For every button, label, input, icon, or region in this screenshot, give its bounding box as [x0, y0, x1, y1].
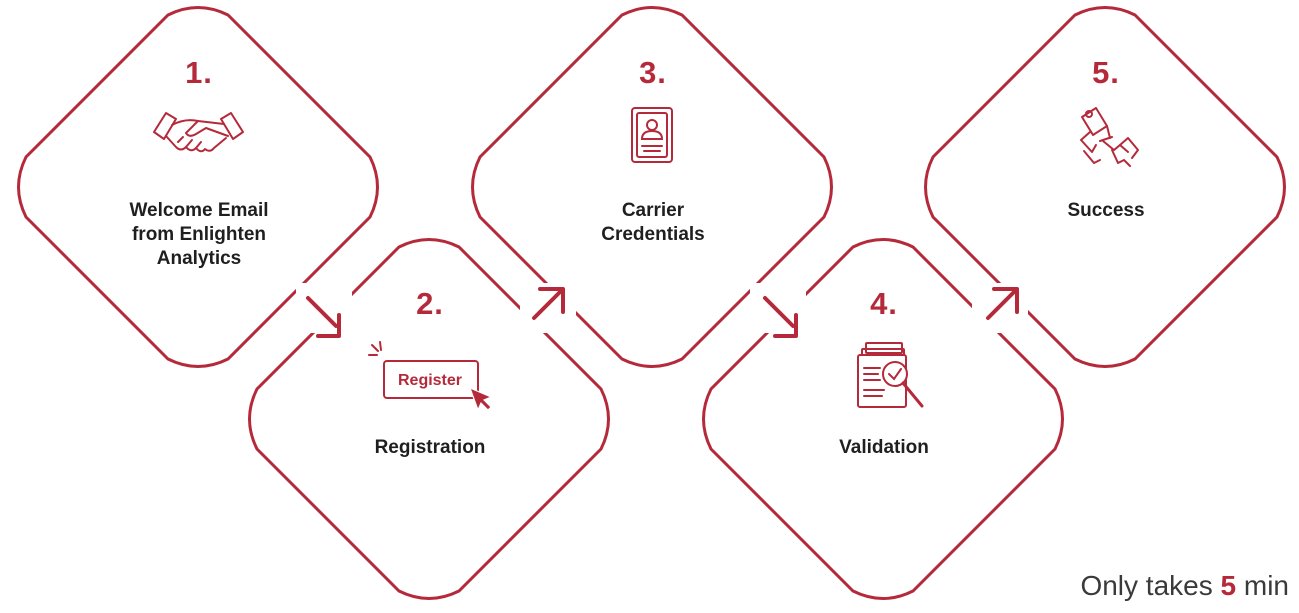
register-button-icon [368, 341, 493, 412]
step-3-label-line-2: Credentials [601, 224, 705, 245]
step-2-number: 2. [416, 286, 444, 321]
step-3-diamond [471, 6, 833, 368]
step-2-label: Registration [320, 436, 540, 460]
step-4-diamond [702, 238, 1064, 600]
trophy-hands-icon [1080, 107, 1139, 167]
step-1-label-line-2: from Enlighten [131, 224, 267, 245]
step-3-label: Carrier Credentials [543, 199, 763, 247]
step-1-number: 1. [185, 55, 213, 90]
step-5-number: 5. [1092, 55, 1120, 90]
step-2-diamond [248, 238, 610, 600]
step-1-label: Welcome Email from Enlighten Analytics [89, 199, 309, 271]
step-4-label-line-1: Validation [839, 437, 929, 458]
duration-highlight: 5 [1220, 570, 1237, 601]
duration-suffix: min [1236, 570, 1289, 601]
step-1-label-line-3: Analytics [156, 248, 242, 269]
duration-prefix: Only takes [1080, 570, 1221, 601]
step-4-number: 4. [870, 286, 898, 321]
step-5-diamond [924, 6, 1286, 368]
id-card-icon [631, 107, 673, 163]
handshake-icon [153, 112, 244, 153]
step-5-label-line-1: Success [1067, 200, 1145, 221]
connector-arrow-2-3 [532, 287, 565, 320]
step-4-label: Validation [774, 436, 994, 460]
document-search-icon [857, 342, 924, 408]
connector-arrow-3-4 [763, 296, 798, 338]
step-3-number: 3. [639, 55, 667, 90]
step-3-label-line-1: Carrier [621, 200, 685, 221]
step-2-label-line-1: Registration [374, 437, 486, 458]
connector-arrow-1-2 [306, 296, 341, 338]
step-1-diamond [17, 6, 379, 368]
duration-note: Only takes 5 min [1080, 570, 1289, 602]
register-button-label: Register [398, 372, 462, 389]
step-1-label-line-1: Welcome Email [129, 200, 269, 221]
connector-arrow-4-5 [986, 287, 1019, 320]
step-5-label: Success [996, 199, 1216, 223]
